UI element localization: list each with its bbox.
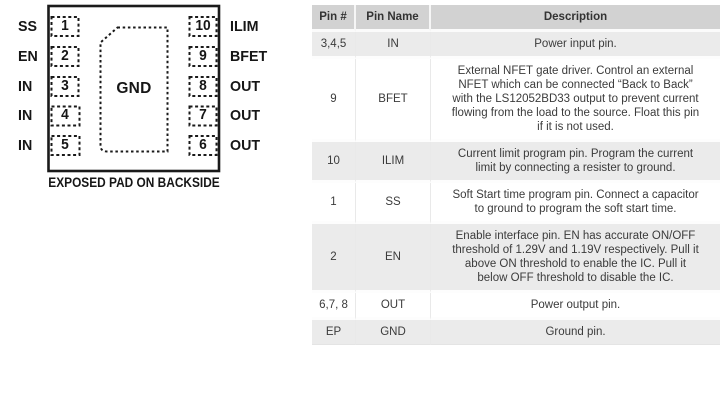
cell-description: External NFET gate driver. Control an ex… xyxy=(431,59,720,142)
cell-pin-name: GND xyxy=(356,320,431,345)
cell-description: Enable interface pin. EN has accurate ON… xyxy=(431,224,720,293)
pin-number-6: 6 xyxy=(199,137,207,153)
cell-description: Ground pin. xyxy=(431,320,720,345)
right-pin-pads xyxy=(188,16,218,156)
table-row-ss: 1 SS Soft Start time program pin. Connec… xyxy=(312,183,720,224)
cell-description: Soft Start time program pin. Connect a c… xyxy=(431,183,720,224)
header-description: Description xyxy=(431,5,720,32)
pin-label-in-4: IN xyxy=(18,107,33,124)
pin-description-table: Pin # Pin Name Description 3,4,5 IN Powe… xyxy=(312,5,720,345)
cell-pin-number: 9 xyxy=(312,59,356,142)
package-outline xyxy=(47,4,221,173)
cell-pin-name: OUT xyxy=(356,293,431,320)
cell-pin-number: 6,7, 8 xyxy=(312,293,356,320)
pin-number-5: 5 xyxy=(61,137,69,153)
cell-pin-name: SS xyxy=(356,183,431,224)
table-row-in: 3,4,5 IN Power input pin. xyxy=(312,32,720,59)
left-pin-pads xyxy=(50,16,81,156)
pin-pad-5 xyxy=(50,135,81,156)
pin-pad-9 xyxy=(188,46,218,67)
description-text: Power output pin. xyxy=(530,299,621,311)
table-row-ilim: 10 ILIM Current limit program pin. Progr… xyxy=(312,142,720,183)
pin-label-in-5: IN xyxy=(18,137,33,154)
pin-label-in-3: IN xyxy=(18,78,33,95)
table-row-gnd: EP GND Ground pin. xyxy=(312,320,720,345)
table-row-out: 6,7, 8 OUT Power output pin. xyxy=(312,293,720,320)
pin-pad-8 xyxy=(188,76,218,97)
cell-pin-number: 3,4,5 xyxy=(312,32,356,59)
cell-pin-name: IN xyxy=(356,32,431,59)
cell-description: Current limit program pin. Program the c… xyxy=(431,142,720,183)
pin-number-1: 1 xyxy=(61,18,69,34)
table-row-en: 2 EN Enable interface pin. EN has accura… xyxy=(312,224,720,293)
chip-package-diagram: 1 2 3 4 5 10 9 8 7 6 SS EN IN IN IN ILIM… xyxy=(0,0,310,400)
pin-pad-6 xyxy=(188,135,218,156)
pin-label-en: EN xyxy=(18,48,38,65)
gnd-pad-label: GND xyxy=(116,80,152,97)
pin-number-2: 2 xyxy=(61,48,69,64)
pin-pad-2 xyxy=(50,46,80,67)
cell-pin-number: 10 xyxy=(312,142,356,183)
cell-pin-number: 1 xyxy=(312,183,356,224)
pin-label-out-7: OUT xyxy=(230,107,261,124)
description-text: Current limit program pin. Program the c… xyxy=(457,148,694,174)
description-text: Soft Start time program pin. Connect a c… xyxy=(452,189,699,215)
description-text: Enable interface pin. EN has accurate ON… xyxy=(452,230,699,284)
pin-number-4: 4 xyxy=(61,107,69,123)
table-header-row: Pin # Pin Name Description xyxy=(312,5,720,32)
pin-label-ss: SS xyxy=(18,18,38,35)
header-pin-number: Pin # xyxy=(312,5,356,32)
pin-pad-3 xyxy=(50,76,80,97)
cell-description: Power output pin. xyxy=(431,293,720,320)
exposed-pad-outline xyxy=(99,26,169,153)
pin-pad-7 xyxy=(188,105,218,127)
pin-number-10: 10 xyxy=(195,18,211,34)
pin-label-out-6: OUT xyxy=(230,137,261,154)
pin-number-9: 9 xyxy=(199,48,207,64)
cell-pin-name: EN xyxy=(356,224,431,293)
pin-label-bfet: BFET xyxy=(230,48,268,65)
pin-number-3: 3 xyxy=(61,78,69,94)
header-pin-name: Pin Name xyxy=(356,5,431,32)
table-row-bfet: 9 BFET External NFET gate driver. Contro… xyxy=(312,59,720,142)
cell-description: Power input pin. xyxy=(431,32,720,59)
pin-pad-1 xyxy=(50,16,80,37)
cell-pin-number: 2 xyxy=(312,224,356,293)
cell-pin-name: BFET xyxy=(356,59,431,142)
description-text: Ground pin. xyxy=(545,326,606,338)
pin-pad-10 xyxy=(188,16,218,37)
cell-pin-number: EP xyxy=(312,320,356,345)
pin-number-8: 8 xyxy=(199,78,207,94)
pin-label-ilim: ILIM xyxy=(230,18,259,35)
pin-label-out-8: OUT xyxy=(230,78,261,95)
cell-pin-name: ILIM xyxy=(356,142,431,183)
pin-pad-4 xyxy=(50,105,81,127)
exposed-pad-caption: EXPOSED PAD ON BACKSIDE xyxy=(48,175,220,190)
chip-linework xyxy=(47,4,221,173)
pin-number-7: 7 xyxy=(199,107,207,123)
description-text: External NFET gate driver. Control an ex… xyxy=(451,65,700,133)
description-text: Power input pin. xyxy=(534,38,617,50)
